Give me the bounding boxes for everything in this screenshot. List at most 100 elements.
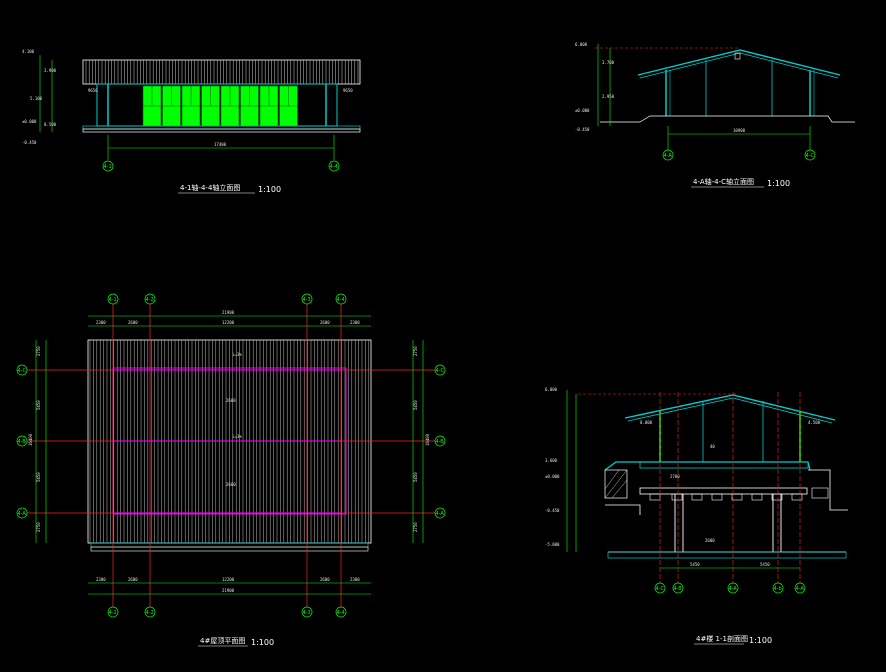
overall-dimension: 17400	[214, 142, 227, 147]
axis-label: 4-b	[774, 586, 782, 592]
axis-label: 4-2	[146, 297, 154, 303]
dimension-label: 5450	[690, 562, 700, 567]
axis-bubble	[102, 160, 114, 172]
axis-label: 4-4	[337, 297, 345, 303]
roof-plan-hatch	[87, 339, 372, 544]
overall-dimension: 21900	[222, 588, 235, 593]
axis-label: 4-1	[104, 164, 112, 170]
gable-roof-line	[637, 49, 841, 76]
axis-label: 4-1	[109, 297, 117, 303]
level-label: ±0.000	[575, 108, 590, 113]
axis-label: 4-B	[674, 586, 683, 592]
level-label: ±0.000	[22, 119, 37, 124]
level-label: -0.450	[545, 508, 560, 513]
side-elevation: 6.000 3.700 2.950 ±0.000 -0.450 10900 4-…	[575, 42, 855, 188]
section-view: 6.000 3.600 ±0.000 -0.450 -5.000 40 2700…	[545, 387, 848, 645]
roof-plan-col-bubbles: 4-1 4-2 4-3 4-4 4-1 4-2 4-3 4-4	[107, 293, 347, 618]
axis-label: 4-3	[303, 297, 311, 303]
axis-label: 4-A	[18, 511, 27, 517]
dimension-label: 2750	[413, 522, 418, 532]
axis-label: 4-C	[806, 153, 815, 159]
dimension-label: 5450	[36, 400, 41, 410]
axis-label: 4-1	[109, 610, 117, 616]
note-label: 9650	[343, 88, 353, 93]
section-beams	[649, 493, 803, 501]
view-scale: 1:100	[749, 636, 772, 645]
level-label: ±0.000	[545, 474, 560, 479]
axis-label: 4-B	[436, 439, 445, 445]
view-scale: 1:100	[767, 179, 790, 188]
inner-label: 2700	[670, 474, 680, 479]
axis-bubble	[804, 149, 816, 161]
view-title: 4#屋顶平面图	[200, 637, 245, 645]
slope-label: i=3%	[232, 434, 242, 439]
dimension-label: 5450	[413, 472, 418, 482]
overall-dimension: 16400	[28, 433, 33, 446]
note-label: 9650	[88, 88, 98, 93]
level-label: 5.100	[30, 96, 43, 101]
roof-plan: 2300 2600 12200 2600 2300 21900 2300 260…	[16, 293, 446, 647]
view-scale: 1:100	[258, 185, 281, 194]
axis-label: 4-4	[337, 610, 345, 616]
inner-label: 2600	[705, 538, 715, 543]
axis-label: 4-B	[18, 439, 27, 445]
level-label: 0.500	[44, 122, 57, 127]
front-glazing	[142, 85, 298, 127]
axis-label: 4-A	[436, 511, 445, 517]
section-axis-bubbles: 4-C 4-B 4-A 4-b 4-A	[654, 582, 806, 594]
axis-label: 4-A	[664, 153, 673, 159]
dimension-label: 2750	[36, 346, 41, 356]
left-side-dimensions: 2750 5450 5450 2750 16400	[28, 346, 41, 532]
dimension-label: 2300	[350, 320, 360, 325]
overall-dimension: 10900	[733, 128, 746, 133]
dimension-label: 5450	[760, 562, 770, 567]
level-label: -0.450	[22, 140, 37, 145]
front-level-labels: 4.100 3.900 5.100 0.500 ±0.000 -0.450	[22, 49, 57, 145]
axis-label: 4-A	[729, 586, 738, 592]
dimension-label: 5450	[36, 472, 41, 482]
dimension-label: 2750	[36, 522, 41, 532]
inner-label: 4.500	[808, 420, 821, 425]
axis-label: 4-A	[796, 586, 805, 592]
inner-label: 8.000	[640, 420, 653, 425]
dimension-label: 5450	[413, 400, 418, 410]
axis-label: 4-C	[436, 368, 445, 374]
axis-label: 4-C	[18, 368, 27, 374]
view-title: 4#楼 1-1剖面图	[696, 634, 748, 643]
dimension-label: 2300	[96, 320, 106, 325]
dimension-label: 12200	[222, 577, 235, 582]
inner-label: 2600	[226, 398, 236, 403]
roof-plan-row-bubbles: 4-C 4-B 4-A 4-C 4-B 4-A	[16, 364, 446, 519]
dimension-label: 2300	[96, 577, 106, 582]
level-label: 2.950	[602, 94, 615, 99]
axis-label: 4-2	[146, 610, 154, 616]
level-label: 6.000	[545, 387, 558, 392]
level-label: 6.000	[575, 42, 588, 47]
front-elevation: 4.100 3.900 5.100 0.500 ±0.000 -0.450 96…	[22, 49, 361, 194]
axis-bubble	[662, 149, 674, 161]
level-label: 4.100	[22, 49, 35, 54]
overall-dimension: 16400	[425, 433, 430, 446]
floor-slab	[604, 461, 811, 471]
level-label: 3.700	[602, 60, 615, 65]
dimension-label: 12200	[222, 320, 235, 325]
level-label: 3.600	[545, 458, 558, 463]
inner-label: 2600	[226, 482, 236, 487]
overall-dimension: 21900	[222, 310, 235, 315]
front-roof-panel	[82, 59, 361, 85]
dimension-label: 2600	[128, 320, 138, 325]
view-scale: 1:100	[251, 638, 274, 647]
roof-plan-axis-grid	[27, 304, 435, 607]
inner-label: 40	[710, 444, 715, 449]
axis-bubble	[328, 160, 340, 172]
level-label: 3.900	[44, 68, 57, 73]
axis-label: 4-C	[656, 586, 665, 592]
axis-label: 4-3	[303, 610, 311, 616]
slope-label: i=3%	[232, 352, 242, 357]
level-label: -5.000	[545, 542, 560, 547]
axis-label: 4-4	[330, 164, 338, 170]
level-label: -0.450	[575, 127, 590, 132]
right-side-dimensions: 2750 5450 5450 2750 16400	[413, 346, 430, 532]
dimension-label: 2750	[413, 346, 418, 356]
